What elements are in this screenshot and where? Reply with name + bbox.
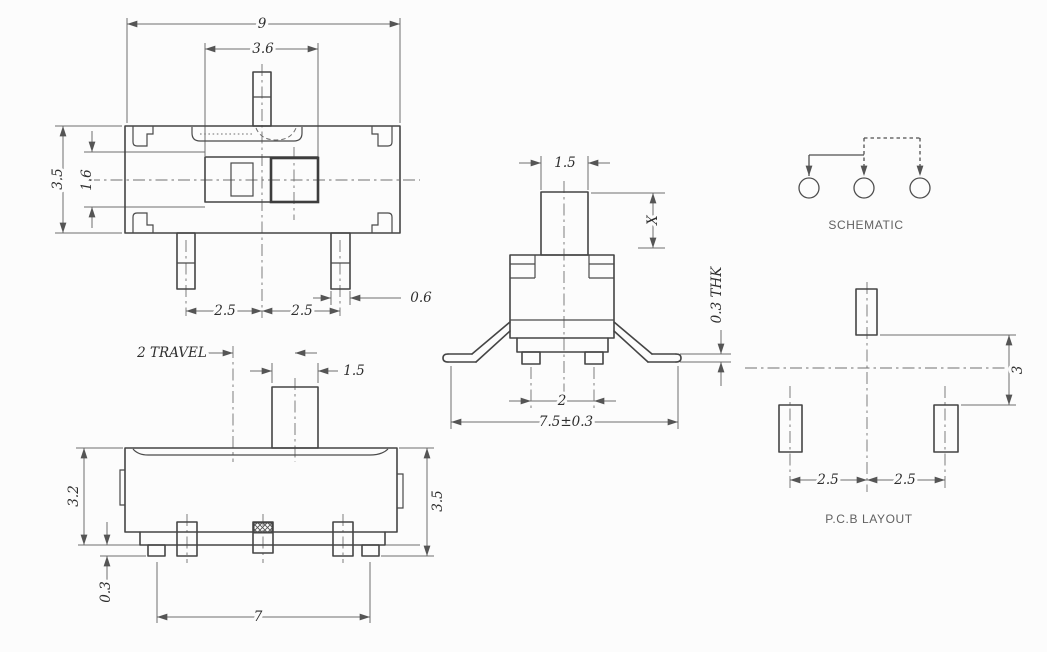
front-view: 2 TRAVEL 1.5 3.2 3.5 0.3 7 <box>63 342 449 628</box>
dim-side-knob-height: X <box>645 214 661 226</box>
dim-pcb-pitch-left: 2.5 <box>816 472 838 488</box>
pcb-pad-left <box>778 404 803 453</box>
dim-top-slot: 3.6 <box>252 41 274 57</box>
dim-front-knob-width: 1.5 <box>343 363 364 379</box>
dim-front-height-right: 3.5 <box>430 490 446 511</box>
schematic-terminal-common <box>853 177 875 199</box>
dim-top-pitch-left: 2.5 <box>213 303 235 319</box>
schematic-view: SCHEMATIC <box>798 137 931 232</box>
top-view: 9 3.6 3.5 1.6 2.5 2.5 0.6 <box>47 13 435 322</box>
side-view-knob <box>540 191 589 256</box>
top-view-pin-left <box>176 232 196 290</box>
side-pin-right <box>584 351 604 365</box>
top-view-pin-right <box>330 232 351 290</box>
top-view-body <box>124 125 401 234</box>
front-foot-right <box>361 544 380 557</box>
dim-top-pin-width: 0.6 <box>410 290 432 306</box>
side-view: 1.5 X 0.3 THK 2 7.5±0.3 <box>442 152 731 433</box>
dim-pcb-vertical: 3 <box>1010 366 1026 375</box>
side-lead-right <box>613 321 682 363</box>
front-pin-right <box>332 521 354 557</box>
dim-front-height-left: 3.2 <box>66 485 82 506</box>
contact-window <box>204 156 319 203</box>
dim-top-inner: 1.6 <box>79 169 95 191</box>
pcb-pad-right <box>933 404 959 453</box>
dim-top-width: 9 <box>258 16 267 32</box>
schematic-terminal-right <box>909 177 931 199</box>
dim-top-pitch-right: 2.5 <box>290 303 312 319</box>
dim-front-standoff: 0.3 <box>98 581 114 602</box>
dim-front-feet-span: 7 <box>254 609 263 625</box>
front-pin-left <box>176 521 198 557</box>
dim-top-depth: 3.5 <box>50 168 66 189</box>
travel-label: 2 TRAVEL <box>136 345 207 361</box>
crosshatch-detail <box>253 522 273 534</box>
dim-side-lead-thickness: 0.3 THK <box>709 266 725 324</box>
dim-side-pin-pitch: 2 <box>557 393 567 409</box>
front-view-body <box>124 447 398 533</box>
dim-side-knob-width: 1.5 <box>554 155 575 171</box>
pcb-pad-top <box>855 288 878 336</box>
pcb-layout-view: 3 2.5 2.5 P.C.B LAYOUT <box>745 282 1029 526</box>
front-pin-center <box>252 521 274 554</box>
schematic-label: SCHEMATIC <box>828 218 903 232</box>
pcb-layout-label: P.C.B LAYOUT <box>825 512 913 526</box>
top-view-knob <box>252 71 272 127</box>
slider-contact <box>269 156 320 204</box>
dim-pcb-pitch-right: 2.5 <box>893 472 915 488</box>
dim-side-lead-span: 7.5±0.3 <box>539 414 593 430</box>
side-view-body <box>509 254 615 339</box>
side-pin-left <box>521 351 541 365</box>
slider-slot <box>191 127 303 142</box>
schematic-terminal-left <box>798 177 820 199</box>
front-foot-left <box>147 544 166 557</box>
side-lead-left <box>442 321 511 363</box>
